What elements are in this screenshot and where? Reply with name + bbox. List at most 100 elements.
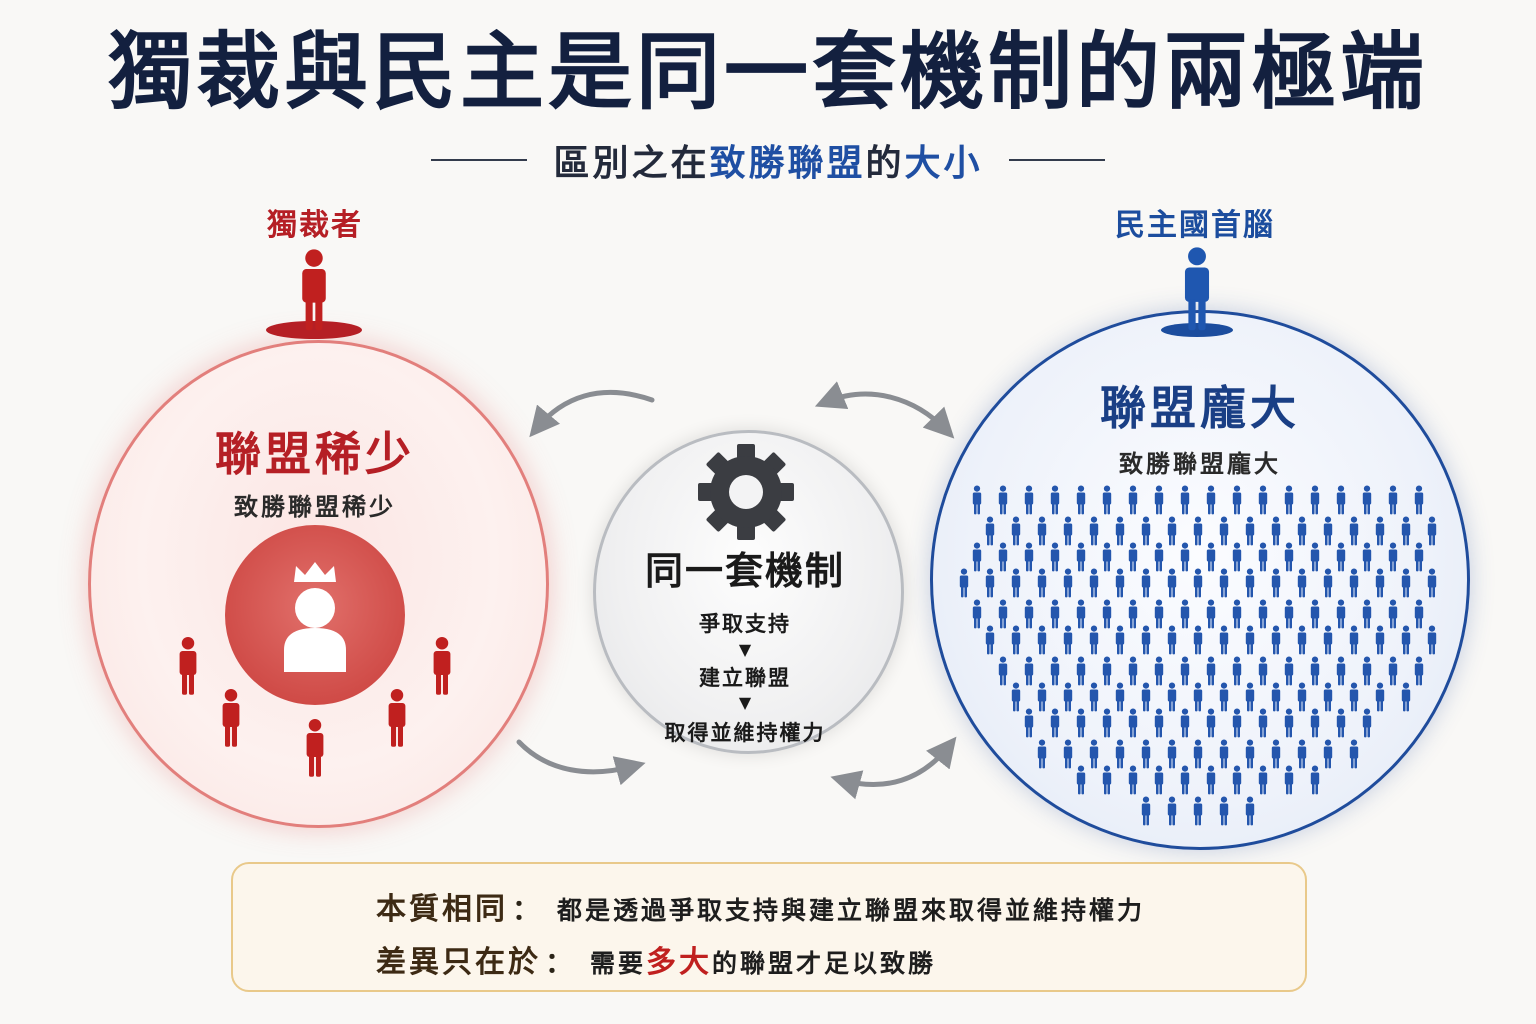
crowd-person-icon (1154, 599, 1164, 629)
crowd-person-icon (1362, 656, 1372, 686)
crowd-person-icon (1206, 708, 1216, 738)
crowd-person-icon (1206, 542, 1216, 572)
crowd-person-icon (1141, 796, 1151, 826)
crowd-person-icon (1089, 682, 1099, 712)
crowd-person-icon (972, 485, 982, 515)
crowd-person-icon (1401, 682, 1411, 712)
crowd-person-icon (1206, 765, 1216, 795)
crowd-person-icon (1310, 656, 1320, 686)
crowd-person-icon (1115, 682, 1125, 712)
crowd-person-icon (1102, 708, 1112, 738)
ruler-head (295, 588, 335, 628)
crowd-person-icon (1011, 568, 1021, 598)
crowd-person-icon (1063, 682, 1073, 712)
crowd-person-icon (959, 568, 969, 598)
crowd-person-icon (1219, 739, 1229, 769)
crowd-person-icon (1414, 656, 1424, 686)
crowd-person-icon (1037, 625, 1047, 655)
crowd-person-icon (1115, 568, 1125, 598)
crowd-person-icon (1076, 485, 1086, 515)
crowd-person-icon (1349, 625, 1359, 655)
subtitle-highlight-1: 致勝聯盟 (709, 143, 866, 184)
callout-colon: ： (545, 946, 577, 979)
crowd-person-icon (1258, 765, 1268, 795)
crowd-person-icon (1154, 485, 1164, 515)
dictator-label: 獨裁者 (267, 208, 363, 243)
crowd-person-icon (1037, 568, 1047, 598)
leader-platform-left (266, 321, 362, 339)
crowd-person-icon (1271, 625, 1281, 655)
crowd-person-icon (1167, 796, 1177, 826)
crowd-person-icon (1245, 739, 1255, 769)
crowd-person-icon (1258, 542, 1268, 572)
crowd-person-icon (985, 625, 995, 655)
crowd-person-icon (1011, 516, 1021, 546)
large-coalition-heading: 聯盟龐大 (1100, 381, 1300, 435)
crowd-person-icon (1271, 568, 1281, 598)
summary-callout (231, 862, 1307, 992)
crowd-person-icon (1336, 542, 1346, 572)
supporter-icon (306, 718, 324, 777)
crowd-person-icon (1063, 739, 1073, 769)
democracy-leader (1161, 247, 1233, 337)
supporter-icon (433, 636, 451, 695)
crowd-person-icon (1193, 625, 1203, 655)
crowd-person-icon (1310, 708, 1320, 738)
crowd-person-icon (1180, 708, 1190, 738)
crowd-person-icon (1388, 542, 1398, 572)
crowd-person-icon (1310, 765, 1320, 795)
gear-icon (698, 444, 794, 540)
callout-label-same: 本質相同 (376, 892, 508, 927)
crowd-person-icon (1128, 599, 1138, 629)
crowd-person-icon (1219, 625, 1229, 655)
crowd-person-icon (1310, 485, 1320, 515)
crowd-person-icon (1232, 765, 1242, 795)
crowd-person-icon (1219, 516, 1229, 546)
callout-line-1: 本質相同：都是透過爭取支持與建立聯盟來取得並維持權力 (376, 884, 1145, 928)
crowd-person-icon (1232, 656, 1242, 686)
crowd-person-icon (1167, 739, 1177, 769)
crowd-person-icon (1180, 599, 1190, 629)
crowd-person-icon (1245, 568, 1255, 598)
arrow-icon (529, 390, 655, 438)
crowd-person-icon (1128, 485, 1138, 515)
crowd-person-icon (972, 542, 982, 572)
subtitle: 區別之在致勝聯盟的大小 (553, 134, 982, 186)
crowd-person-icon (1063, 516, 1073, 546)
mechanism-heading: 同一套機制 (644, 549, 845, 593)
crowd-person-icon (1076, 765, 1086, 795)
supporter-icon (179, 636, 197, 695)
crowd-person-icon (1115, 739, 1125, 769)
crowd-person-icon (1154, 542, 1164, 572)
callout-text-before: 需要 (590, 949, 647, 978)
crowd-person-icon (1232, 542, 1242, 572)
crowd-person-icon (1336, 708, 1346, 738)
crowd-person-icon (1349, 739, 1359, 769)
crowd (959, 485, 1437, 826)
dictator-leader (266, 249, 362, 339)
crowd-person-icon (1180, 765, 1190, 795)
arrow-icon (814, 381, 955, 439)
crowd-person-icon (1427, 625, 1437, 655)
crowd-person-icon (1323, 739, 1333, 769)
crowd-person-icon (998, 599, 1008, 629)
democracy-leader-label: 民主國首腦 (1115, 208, 1275, 243)
crowd-person-icon (1258, 708, 1268, 738)
crowd-person-icon (1336, 656, 1346, 686)
crowd-person-icon (1167, 568, 1177, 598)
crowd-person-icon (1349, 682, 1359, 712)
subtitle-rule-left (431, 159, 528, 161)
crowd-person-icon (1284, 599, 1294, 629)
crowd-person-icon (1063, 625, 1073, 655)
crowd-person-icon (1362, 542, 1372, 572)
subtitle-part-1: 區別之在 (553, 143, 710, 184)
crowd-person-icon (1206, 656, 1216, 686)
crowd-person-icon (1089, 568, 1099, 598)
crowd-person-icon (1141, 516, 1151, 546)
crowd-person-icon (1141, 739, 1151, 769)
crowd-person-icon (1115, 516, 1125, 546)
small-coalition-subheading: 致勝聯盟稀少 (234, 493, 396, 521)
crowd-person-icon (1284, 656, 1294, 686)
crowd-person-icon (1401, 568, 1411, 598)
callout-highlight: 多大 (646, 945, 713, 980)
